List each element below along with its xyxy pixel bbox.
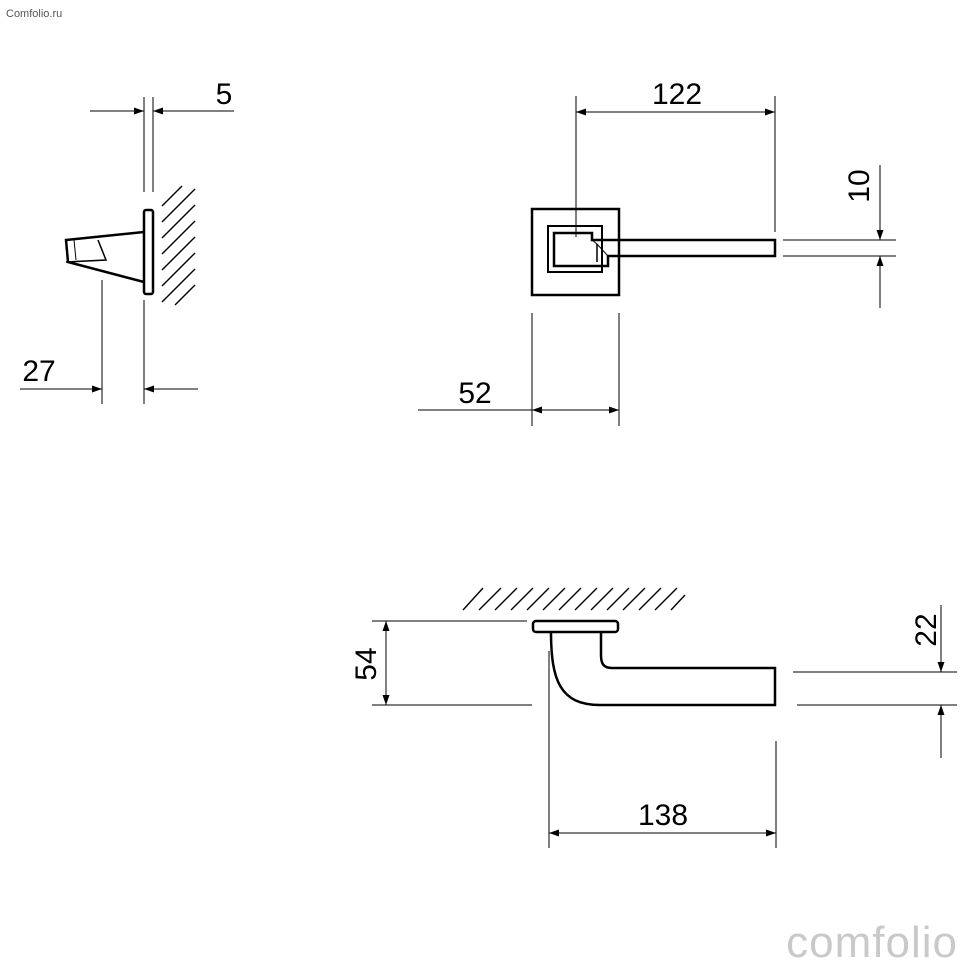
label-side-projection: 27	[22, 355, 55, 388]
dim-top-lever-width	[793, 605, 957, 758]
label-front-rose-width: 52	[458, 377, 491, 410]
label-front-length: 122	[652, 78, 702, 111]
dim-side-rose-thickness	[90, 97, 234, 192]
dim-top-height	[372, 620, 532, 706]
watermark-bottom: comfolio	[786, 918, 958, 967]
front-view	[418, 96, 896, 426]
dim-top-length	[548, 651, 777, 848]
label-top-length: 138	[638, 799, 688, 832]
side-lever-profile	[64, 230, 145, 284]
dim-side-projection	[20, 280, 198, 404]
label-side-rose-thickness: 5	[216, 78, 233, 111]
dim-front-lever-height	[783, 165, 896, 308]
top-view	[372, 587, 957, 848]
dim-front-rose-width	[418, 313, 620, 426]
top-rose-plate	[531, 619, 620, 634]
side-view	[20, 97, 234, 404]
side-rose-plate	[142, 208, 155, 296]
label-front-lever-height: 10	[843, 169, 876, 202]
label-top-height: 54	[350, 647, 383, 680]
watermark-top: Comfolio.ru	[6, 8, 62, 20]
side-wall-hatch	[161, 185, 196, 306]
top-lever-profile	[549, 631, 777, 707]
front-lever-bar	[552, 231, 777, 268]
top-wall-hatch	[462, 587, 686, 611]
dim-front-length	[575, 96, 776, 237]
label-top-lever-width: 22	[910, 613, 943, 646]
